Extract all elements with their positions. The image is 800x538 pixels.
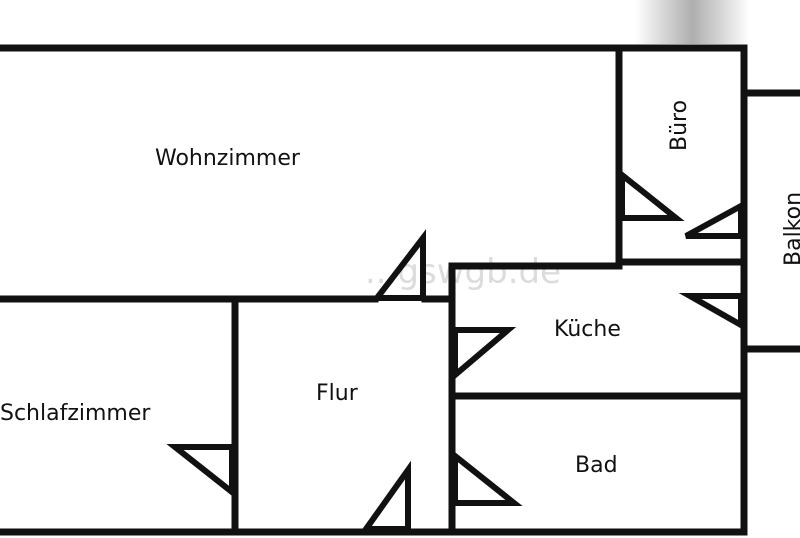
door-flur-bad (452, 449, 523, 506)
door-buero (619, 168, 685, 221)
door-kueche-balkon (678, 293, 744, 331)
door-buero-balkon (684, 200, 744, 239)
door-flur-kueche (452, 327, 517, 382)
label-kueche: Küche (554, 317, 621, 342)
doors (166, 168, 744, 532)
label-bad: Bad (575, 453, 618, 478)
door-schlafzimmer (166, 444, 235, 499)
scan-shadow (635, 0, 750, 44)
door-entrance (360, 460, 411, 532)
label-schlafzimmer: Schlafzimmer (0, 401, 151, 426)
door-wohn-flur (370, 229, 426, 301)
label-balkon: Balkon (781, 192, 800, 266)
room-labels: Wohnzimmer Büro Balkon Küche Schlafzimme… (0, 100, 800, 478)
label-flur: Flur (316, 381, 359, 406)
label-wohnzimmer: Wohnzimmer (155, 146, 301, 171)
label-buero: Büro (667, 100, 692, 151)
